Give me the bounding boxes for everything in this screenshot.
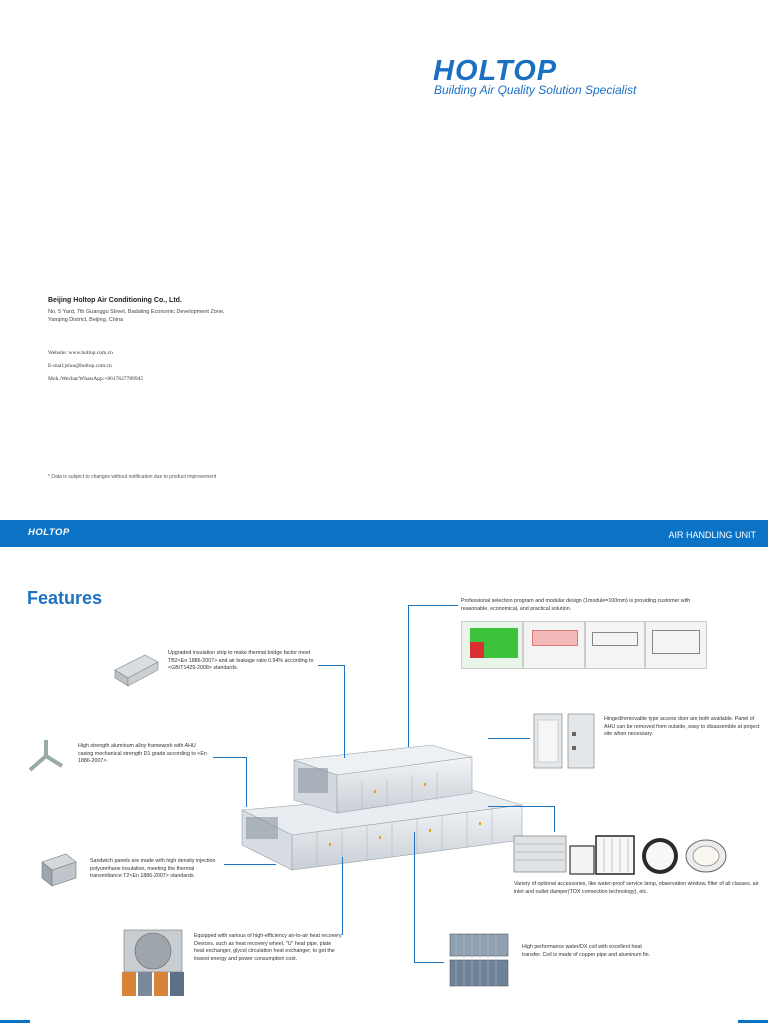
selection-screenshot-4: [645, 621, 707, 669]
callout-line-4b: [246, 757, 247, 807]
callout-line-6b: [554, 806, 555, 832]
bottom-rule: [0, 1020, 768, 1024]
holtop-logo: HOLTOP: [433, 55, 558, 87]
callout-line-8: [414, 832, 415, 962]
address-line-2: Yanqing District, Beijing, China: [48, 317, 124, 323]
feature-text-accessories: Variety of optional accessories, like wa…: [514, 881, 759, 895]
sandwich-panel-image: [41, 853, 77, 887]
selection-screenshot-2: [523, 621, 585, 669]
callout-line-6: [488, 806, 554, 807]
callout-line-4: [213, 757, 246, 758]
feature-text-access-door: Hinged/removable type access door are bo…: [604, 716, 760, 737]
feature-text-sandwich-panel: Sandwich panels are made with high densi…: [90, 858, 216, 879]
heat-recovery-image: [122, 929, 184, 996]
company-name: Beijing Holtop Air Conditioning Co., Ltd…: [48, 297, 182, 304]
company-address: No. 5 Yard, 7th Guanggu Street, Badaling…: [48, 308, 278, 324]
feature-text-selection-program: Professional selection program and modul…: [461, 598, 691, 612]
email-text: E-mail:jsluu@holtop.com.cn: [48, 363, 112, 369]
disclaimer: * Data is subject to changes without not…: [48, 474, 217, 480]
address-line-1: No. 5 Yard, 7th Guanggu Street, Badaling…: [48, 309, 225, 315]
insulation-strip-image: [114, 654, 159, 687]
selection-screenshot-1: [461, 621, 523, 669]
callout-line-3: [488, 738, 530, 739]
access-door-image: [533, 713, 595, 769]
feature-text-coil: High performance water/DX coil with exce…: [522, 944, 651, 958]
callout-line-2b: [344, 665, 345, 758]
callout-line-8b: [414, 962, 444, 963]
selection-screenshot-3: [585, 621, 645, 669]
aluminum-frame-image: [28, 740, 64, 772]
ahu-unit-image: [240, 744, 523, 871]
coil-image: [449, 933, 509, 987]
callout-line-7: [342, 857, 343, 935]
mobile-text: Mob./Wechat/WhatsApp:+8617627789945: [48, 376, 144, 382]
feature-text-aluminum-frame: High strength aluminum alloy framework w…: [78, 743, 207, 764]
tagline: Building Air Quality Solution Specialist: [434, 83, 637, 97]
callout-line-1: [408, 605, 409, 747]
feature-text-insulation-strip: Upgraded insulation strip to make therma…: [168, 650, 314, 671]
band-logo: HOLTOP: [28, 527, 70, 538]
feature-text-heat-recovery: Equipped with various of high-efficiency…: [194, 933, 342, 962]
callout-line-2: [318, 665, 344, 666]
features-heading: Features: [27, 588, 103, 608]
accessories-image: [513, 835, 727, 875]
header-band: [0, 520, 768, 547]
band-title: AIR HANDLING UNIT: [668, 530, 756, 540]
callout-line-5: [224, 864, 276, 865]
callout-line-1b: [408, 605, 458, 606]
website-text: Website: www.holtop.com.cn: [48, 350, 113, 356]
